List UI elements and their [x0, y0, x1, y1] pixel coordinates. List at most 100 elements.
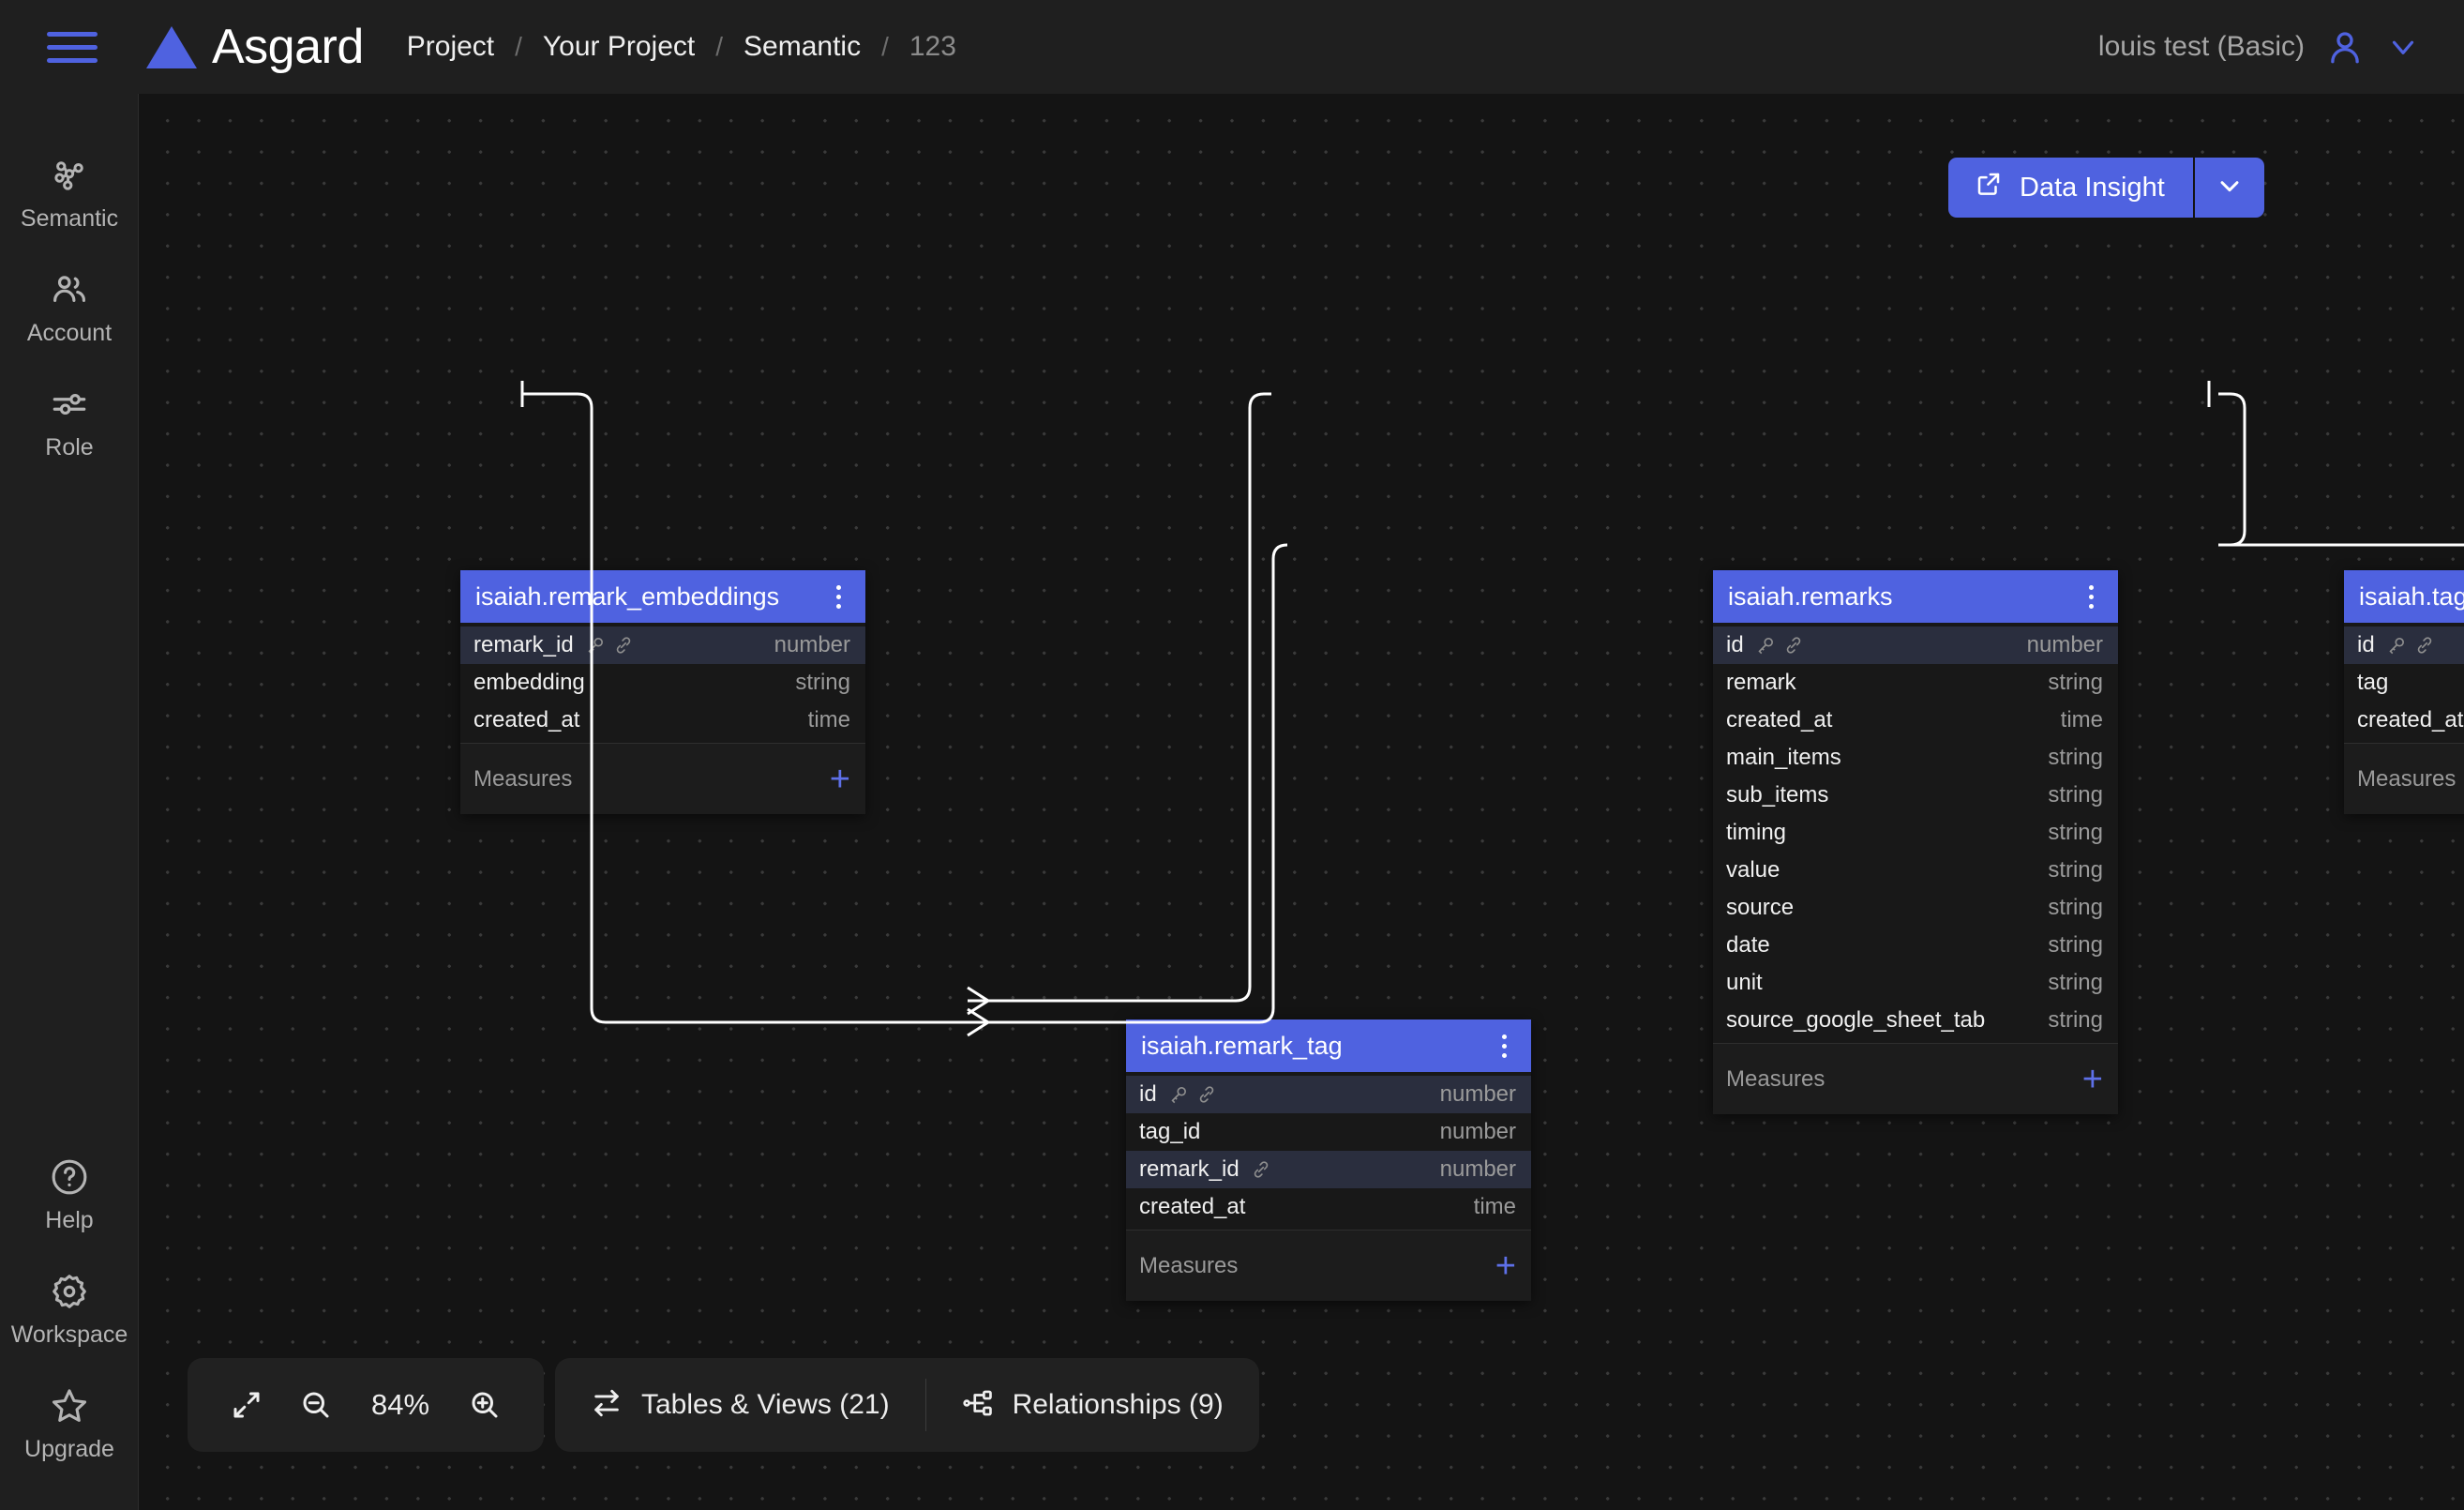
table-row[interactable]: id number [1126, 1076, 1531, 1113]
table-menu-kebab-icon[interactable] [2081, 580, 2101, 614]
zoom-in-button[interactable] [463, 1383, 506, 1427]
field-name: remark_id [473, 632, 574, 657]
sidebar-label-semantic: Semantic [20, 205, 119, 232]
hamburger-line [47, 57, 98, 63]
breadcrumb-item-project[interactable]: Project [406, 31, 495, 62]
table-row[interactable]: id number [1713, 627, 2118, 664]
gear-icon [48, 1270, 91, 1313]
sidebar-label-role: Role [45, 434, 94, 461]
relationships-label: Relationships (9) [1012, 1389, 1224, 1420]
add-measure-plus-icon[interactable]: + [2081, 1059, 2103, 1099]
breadcrumb-item-semantic[interactable]: Semantic [744, 31, 862, 62]
table-row[interactable]: remark_id number [460, 627, 865, 664]
primary-key-icon [1758, 638, 1773, 655]
foreign-key-link-icon [1254, 1161, 1268, 1178]
sidebar-item-semantic[interactable]: Semantic [0, 139, 139, 253]
field-name: sub_items [1726, 782, 1829, 808]
data-insight-button[interactable]: Data Insight [1948, 158, 2195, 218]
data-insight-button-group[interactable]: Data Insight [1948, 158, 2264, 218]
field-name: unit [1726, 970, 1763, 995]
data-insight-dropdown-toggle[interactable] [2194, 158, 2264, 218]
zoom-level-label[interactable]: 84% [370, 1388, 430, 1421]
sidebar-item-account[interactable]: Account [0, 253, 139, 368]
field-name: id [1139, 1081, 1157, 1107]
breadcrumb-item-your-project[interactable]: Your Project [542, 31, 696, 62]
field-type: string [795, 670, 850, 695]
foreign-key-link-icon [1786, 637, 1800, 654]
table-menu-kebab-icon[interactable] [1495, 1029, 1514, 1064]
tables-and-views-button[interactable]: Tables & Views (21) [555, 1358, 925, 1452]
table-row[interactable]: remark_id number [1126, 1151, 1531, 1188]
field-name: id [1726, 632, 1744, 657]
table-node-tags[interactable]: isaiah.tags id number tagstring created_… [2344, 570, 2464, 814]
erd-canvas[interactable]: isaiah.remark_embeddings remark_id numbe… [139, 94, 2464, 1510]
hamburger-icon[interactable] [47, 28, 98, 66]
table-row[interactable]: embedding string [460, 664, 865, 702]
primary-key-icon [1171, 1087, 1186, 1104]
person-icon[interactable] [2325, 27, 2365, 67]
add-measure-plus-icon[interactable]: + [829, 759, 850, 799]
field-type: time [1473, 1194, 1516, 1219]
tables-and-views-label: Tables & Views (21) [641, 1389, 890, 1420]
sidebar-item-role[interactable]: Role [0, 368, 139, 482]
sidebar-top-group: Semantic Account Role [0, 139, 139, 482]
status-toolbar: Tables & Views (21) Relationships (9) [555, 1358, 1259, 1452]
sidebar-item-workspace[interactable]: Workspace [0, 1255, 139, 1369]
fit-to-screen-button[interactable] [225, 1383, 268, 1427]
sidebar-item-upgrade[interactable]: Upgrade [0, 1369, 139, 1484]
table-node-header[interactable]: isaiah.remark_embeddings [460, 570, 865, 623]
table-menu-kebab-icon[interactable] [829, 580, 849, 614]
field-name: timing [1726, 820, 1787, 845]
table-row[interactable]: source_google_sheet_tab string [1713, 1002, 2118, 1039]
field-name: main_items [1726, 745, 1841, 770]
table-node-title: isaiah.remark_tag [1141, 1031, 1343, 1060]
field-badges [585, 635, 634, 656]
breadcrumb-separator: / [881, 32, 889, 61]
measures-section: Measures + [1713, 1043, 2118, 1114]
add-measure-plus-icon[interactable]: + [1495, 1246, 1516, 1286]
table-node-remark-embeddings[interactable]: isaiah.remark_embeddings remark_id numbe… [460, 570, 865, 814]
breadcrumb-item-123[interactable]: 123 [909, 31, 956, 62]
zoom-out-button[interactable] [294, 1383, 338, 1427]
question-circle-icon [48, 1155, 91, 1199]
table-node-header[interactable]: isaiah.remarks [1713, 570, 2118, 623]
foreign-key-link-icon [616, 637, 630, 654]
field-name: source_google_sheet_tab [1726, 1007, 1986, 1033]
sidebar-label-upgrade: Upgrade [24, 1436, 114, 1462]
field-type: string [2048, 1007, 2103, 1033]
foreign-key-link-icon [2417, 637, 2431, 654]
table-row[interactable]: tagstring [2344, 664, 2464, 702]
field-name: value [1726, 857, 1780, 883]
chevron-down-icon[interactable] [2385, 29, 2421, 65]
table-row[interactable]: id number [2344, 627, 2464, 664]
table-row[interactable]: created_at time [460, 702, 865, 739]
sidebar-item-help[interactable]: Help [0, 1140, 139, 1255]
relationships-button[interactable]: Relationships (9) [926, 1358, 1259, 1452]
primary-key-icon [2389, 638, 2404, 655]
star-icon [48, 1384, 91, 1427]
field-name: date [1726, 932, 1770, 958]
table-node-title: isaiah.tags [2359, 581, 2464, 611]
table-node-header[interactable]: isaiah.tags [2344, 570, 2464, 623]
table-node-header[interactable]: isaiah.remark_tag [1126, 1019, 1531, 1072]
field-name: created_at [2357, 707, 2464, 732]
field-badges [1251, 1159, 1271, 1180]
triangle-logo-icon [146, 25, 197, 68]
field-name: tag [2357, 670, 2389, 695]
user-menu[interactable]: louis test (Basic) [2098, 27, 2421, 67]
brand-logo[interactable]: Asgard [146, 23, 364, 71]
